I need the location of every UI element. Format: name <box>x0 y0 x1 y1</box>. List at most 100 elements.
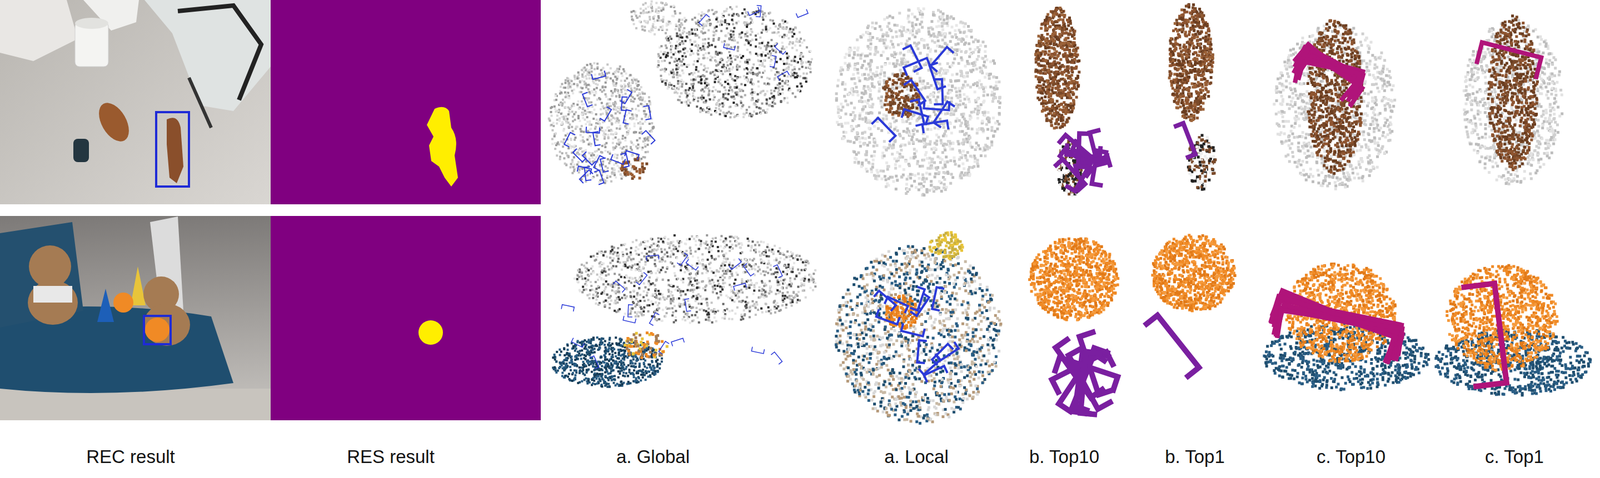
point-cloud <box>564 86 567 89</box>
point-cloud <box>588 120 591 123</box>
point-cloud <box>763 45 766 48</box>
point-cloud <box>798 67 801 71</box>
point-cloud <box>785 46 788 49</box>
point-cloud <box>672 86 675 89</box>
point-cloud <box>700 82 703 85</box>
point-cloud <box>795 49 799 52</box>
point-cloud <box>712 86 715 89</box>
point-cloud <box>604 146 607 149</box>
point-cloud <box>685 92 688 95</box>
point-cloud <box>694 76 697 79</box>
point-cloud <box>606 76 609 79</box>
point-cloud <box>604 150 607 153</box>
point-cloud <box>713 71 716 74</box>
point-cloud <box>799 55 802 58</box>
point-cloud <box>645 103 649 106</box>
point-cloud <box>760 53 763 56</box>
point-cloud <box>730 18 734 22</box>
point-cloud <box>725 70 729 73</box>
point-cloud <box>789 89 792 92</box>
point-cloud <box>660 78 663 81</box>
point-cloud <box>729 86 732 89</box>
point-cloud <box>572 82 576 86</box>
point-cloud <box>680 78 684 82</box>
point-cloud <box>755 106 759 109</box>
point-cloud <box>676 44 680 47</box>
point-cloud <box>775 61 779 64</box>
point-cloud <box>674 57 677 61</box>
point-cloud <box>705 70 709 73</box>
point-cloud <box>657 61 660 64</box>
point-cloud <box>564 134 567 137</box>
point-cloud <box>637 92 641 95</box>
point-cloud <box>579 133 582 137</box>
point-cloud <box>703 13 706 16</box>
point-cloud <box>735 55 738 58</box>
point-cloud <box>761 10 764 13</box>
point-cloud <box>624 92 627 96</box>
point-cloud <box>576 126 579 129</box>
point-cloud <box>599 88 602 92</box>
point-cloud <box>703 25 706 28</box>
point-cloud <box>778 85 781 88</box>
point-cloud <box>598 181 601 184</box>
point-cloud <box>571 92 575 95</box>
point-cloud <box>641 96 645 99</box>
point-cloud <box>570 126 573 129</box>
point-cloud <box>689 32 692 36</box>
point-cloud <box>589 145 592 148</box>
point-cloud <box>700 14 703 17</box>
point-cloud <box>645 113 648 116</box>
point-cloud <box>709 22 712 26</box>
point-cloud <box>573 163 576 167</box>
point-cloud <box>663 70 666 73</box>
point-cloud <box>774 87 777 90</box>
point-cloud <box>807 60 810 63</box>
point-cloud <box>765 83 768 86</box>
point-cloud <box>608 102 611 105</box>
point-cloud <box>758 107 761 110</box>
point-cloud <box>679 34 682 37</box>
point-cloud <box>734 79 737 82</box>
point-cloud <box>570 90 573 93</box>
point-cloud <box>726 78 729 82</box>
point-cloud <box>592 81 596 84</box>
point-cloud <box>666 52 670 55</box>
point-cloud <box>669 48 672 51</box>
point-cloud <box>690 30 694 33</box>
point-cloud <box>740 101 743 104</box>
point-cloud <box>743 8 746 11</box>
point-cloud <box>644 107 647 110</box>
point-cloud <box>549 119 552 122</box>
point-cloud <box>779 100 782 103</box>
point-cloud <box>707 42 710 45</box>
point-cloud <box>716 20 720 23</box>
point-cloud <box>679 82 682 85</box>
point-cloud <box>630 87 633 90</box>
point-cloud <box>577 100 580 103</box>
point-cloud <box>740 83 743 86</box>
point-cloud <box>632 131 636 134</box>
point-cloud <box>666 38 669 42</box>
point-cloud <box>646 139 650 142</box>
point-cloud <box>773 97 776 100</box>
point-cloud <box>777 31 780 34</box>
point-cloud <box>604 93 607 96</box>
point-cloud <box>550 111 553 114</box>
point-cloud <box>676 63 679 66</box>
point-cloud <box>601 105 605 108</box>
point-cloud <box>614 101 617 104</box>
point-cloud <box>766 43 769 47</box>
point-cloud <box>800 85 804 88</box>
point-cloud <box>610 180 613 183</box>
point-cloud <box>710 113 713 117</box>
point-cloud <box>609 152 612 156</box>
point-cloud <box>629 146 632 149</box>
point-cloud <box>580 91 583 94</box>
point-cloud <box>773 77 776 80</box>
point-cloud <box>629 163 632 166</box>
point-cloud <box>689 38 692 42</box>
point-cloud <box>609 67 612 70</box>
point-cloud <box>706 57 709 60</box>
point-cloud <box>618 127 621 131</box>
